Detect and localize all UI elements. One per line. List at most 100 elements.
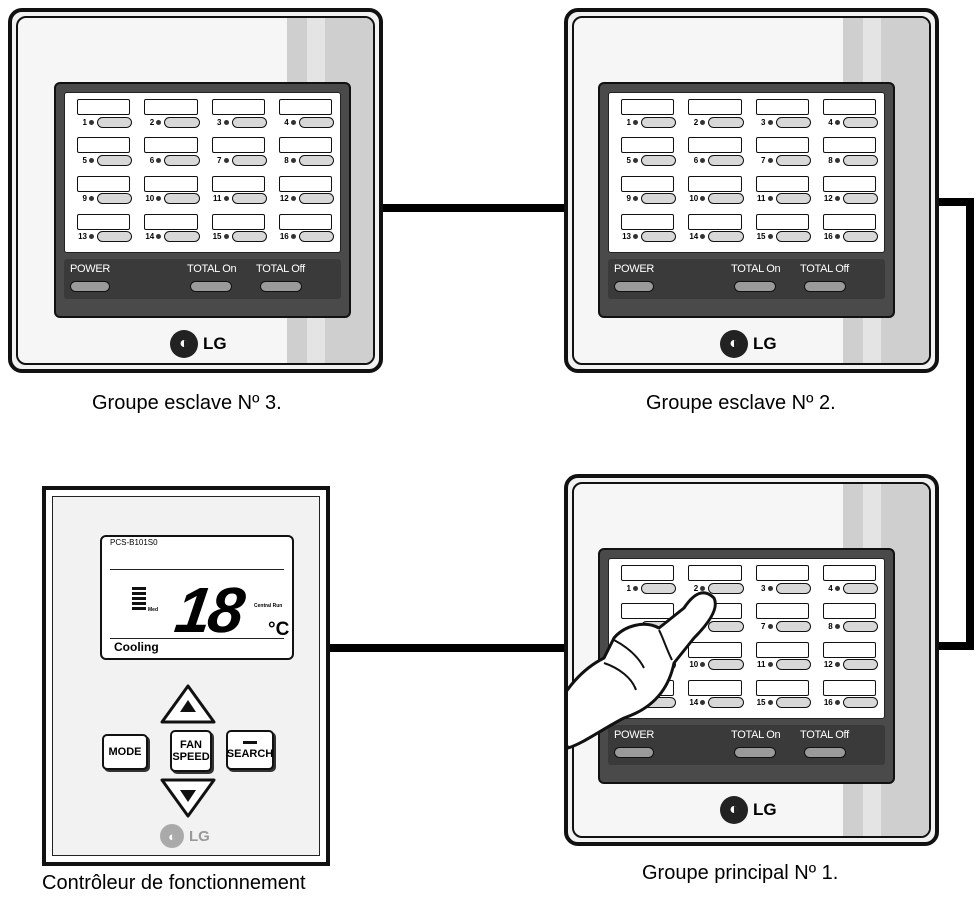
channel-button[interactable] <box>775 154 811 166</box>
channel-label-slot <box>822 213 876 230</box>
channel-button[interactable] <box>842 697 878 709</box>
channel-button[interactable] <box>842 193 878 204</box>
channel-number: 14 <box>689 698 699 708</box>
channel-number: 11 <box>757 660 766 669</box>
channel-led-icon <box>834 700 840 706</box>
channel-button[interactable] <box>164 154 200 166</box>
channel-label-slot <box>77 213 131 230</box>
channel-led-icon <box>156 234 162 240</box>
channel-button[interactable] <box>775 582 811 594</box>
channel-number: 14 <box>689 232 699 242</box>
channel-button[interactable] <box>298 116 334 128</box>
channel-button[interactable] <box>231 154 267 166</box>
total-on-button[interactable] <box>734 281 776 292</box>
channel-cell: 11 <box>752 174 811 212</box>
channel-number: 13 <box>78 232 87 242</box>
mode-button[interactable]: MODE <box>102 734 148 770</box>
channel-button[interactable] <box>298 193 334 204</box>
channel-cell: 3 <box>208 97 267 135</box>
channel-button[interactable] <box>775 659 811 670</box>
channel-button[interactable] <box>97 154 133 166</box>
channel-button[interactable] <box>231 116 267 128</box>
lg-logo: ◐ LG <box>720 796 777 824</box>
total-off-button[interactable] <box>804 281 846 292</box>
channel-cell: 11 <box>752 640 811 678</box>
channel-led-icon <box>223 157 229 163</box>
caption-main-1: Groupe principal Nº 1. <box>642 862 839 884</box>
channel-number: 2 <box>693 583 699 593</box>
channel-led-icon <box>700 585 706 591</box>
up-arrow-button[interactable] <box>158 682 218 728</box>
channel-button[interactable] <box>775 620 811 632</box>
mode-text: Cooling <box>114 640 159 654</box>
channel-button[interactable] <box>842 620 878 632</box>
channel-button[interactable] <box>641 193 677 204</box>
power-button[interactable] <box>614 281 654 292</box>
channel-button[interactable] <box>97 193 133 204</box>
channel-button[interactable] <box>97 116 133 128</box>
channel-button[interactable] <box>708 193 744 204</box>
channel-button[interactable] <box>641 231 677 243</box>
total-on-label: TOTAL On <box>731 729 781 741</box>
search-button[interactable]: SEARCH <box>226 730 274 770</box>
channel-number: 10 <box>145 194 155 203</box>
channel-button[interactable] <box>164 116 200 128</box>
channel-button[interactable] <box>641 154 677 166</box>
set-temperature: 18 <box>170 574 247 646</box>
total-off-label: TOTAL Off <box>800 729 849 741</box>
channel-button[interactable] <box>842 231 878 243</box>
channel-led-icon <box>89 119 94 125</box>
fan-speed-label: Med <box>148 607 158 613</box>
channel-cell: 16 <box>819 678 878 716</box>
channel-number: 15 <box>756 698 766 708</box>
power-button[interactable] <box>614 747 654 758</box>
channel-button[interactable] <box>708 116 744 128</box>
caption-controller: Contrôleur de fonctionnement <box>42 872 306 894</box>
channel-button[interactable] <box>842 116 878 128</box>
channel-button[interactable] <box>97 231 133 243</box>
channel-label-slot <box>688 213 742 230</box>
channel-label-slot <box>144 175 198 192</box>
channel-button[interactable] <box>708 231 744 243</box>
channel-button[interactable] <box>231 231 267 243</box>
wire-slave2-right <box>934 198 974 206</box>
total-on-button[interactable] <box>190 281 232 292</box>
total-off-button[interactable] <box>804 747 846 758</box>
channel-label-slot <box>621 213 675 230</box>
channel-led-icon <box>633 234 638 240</box>
channel-led-icon <box>700 662 706 667</box>
channel-number: 2 <box>693 117 699 127</box>
channel-button[interactable] <box>708 697 744 709</box>
channel-button[interactable] <box>775 231 811 243</box>
channel-label-slot <box>755 213 809 230</box>
channel-cell: 6 <box>684 135 744 173</box>
fan-speed-button[interactable]: FAN SPEED <box>170 730 212 772</box>
channel-button[interactable] <box>842 659 878 670</box>
channel-button[interactable] <box>231 193 267 204</box>
channel-button[interactable] <box>775 697 811 709</box>
channel-button[interactable] <box>641 116 677 128</box>
channel-button[interactable] <box>164 193 200 204</box>
channel-cell: 1 <box>617 563 677 601</box>
total-on-button[interactable] <box>734 747 776 758</box>
channel-button[interactable] <box>775 193 811 204</box>
channel-number: 16 <box>823 698 833 708</box>
channel-button[interactable] <box>842 154 878 166</box>
channel-button[interactable] <box>708 659 744 670</box>
channel-button[interactable] <box>708 154 744 166</box>
channel-cell: 2 <box>684 563 744 601</box>
lg-face-icon: ◐ <box>720 330 748 358</box>
down-arrow-button[interactable] <box>158 774 218 820</box>
channel-button[interactable] <box>641 582 677 594</box>
channel-button[interactable] <box>298 231 334 243</box>
channel-button[interactable] <box>298 154 334 166</box>
channel-number: 9 <box>82 194 87 203</box>
channel-button[interactable] <box>775 116 811 128</box>
channel-led-icon <box>290 234 296 240</box>
power-button[interactable] <box>70 281 110 292</box>
channel-button[interactable] <box>708 620 744 632</box>
total-off-button[interactable] <box>260 281 302 292</box>
channel-button[interactable] <box>708 582 744 594</box>
channel-button[interactable] <box>842 582 878 594</box>
channel-button[interactable] <box>164 231 200 243</box>
